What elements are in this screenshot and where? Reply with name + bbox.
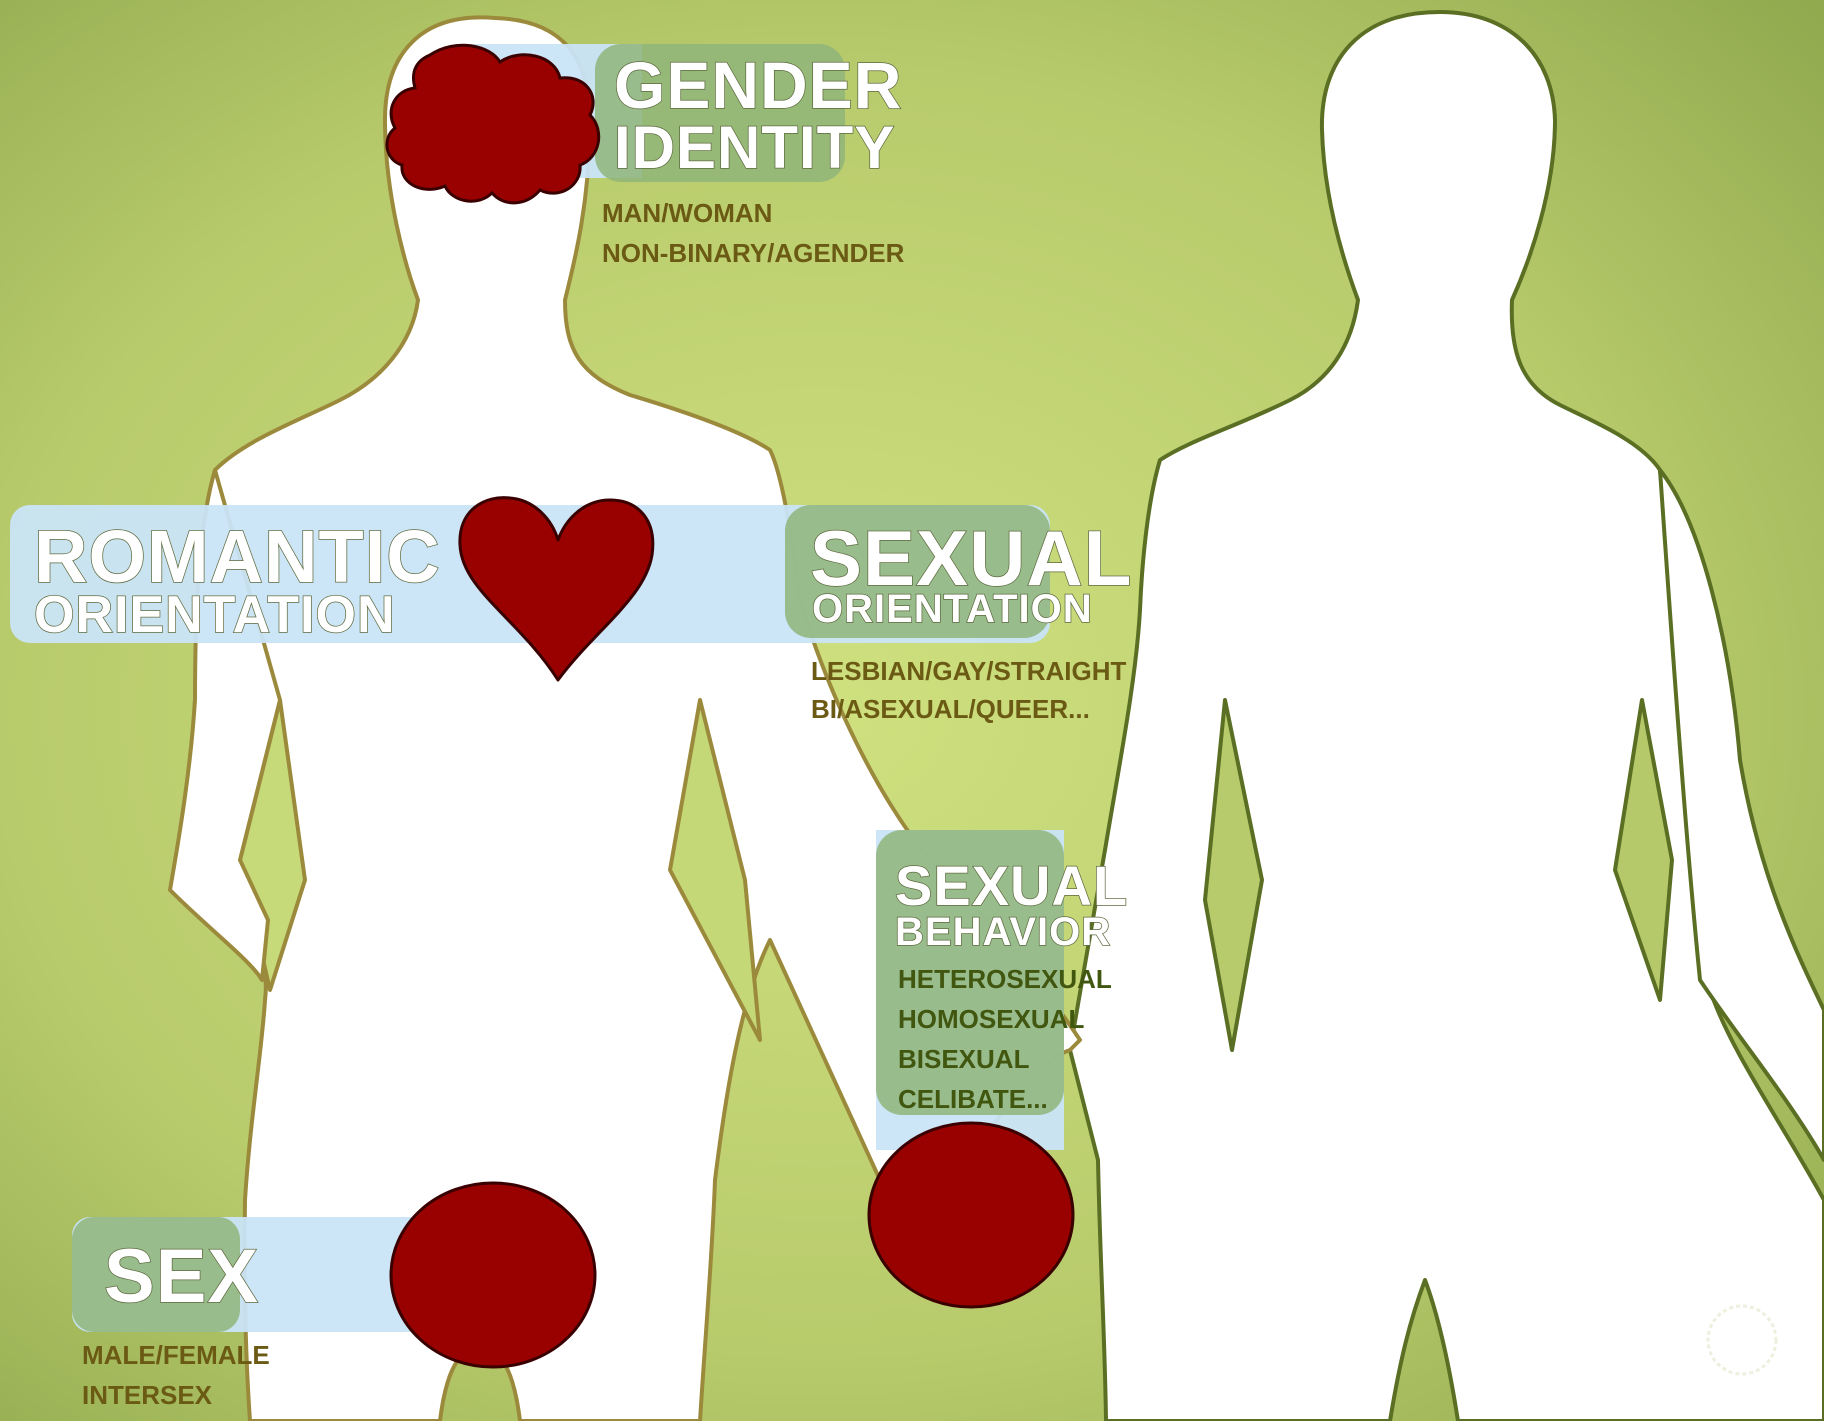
hands-circle-icon bbox=[869, 1123, 1073, 1307]
sexual-behavior-title-line1: SEXUAL bbox=[895, 854, 1128, 917]
pelvis-circle-icon bbox=[391, 1183, 595, 1367]
sexual-behavior-title-line2: BEHAVIOR bbox=[895, 910, 1111, 954]
sexual-behavior-detail-line3: BISEXUAL bbox=[898, 1044, 1030, 1074]
sex-title: SEX bbox=[104, 1234, 259, 1319]
sexual-orientation-title-line2: ORIENTATION bbox=[812, 587, 1093, 631]
sexual-behavior-detail-line2: HOMOSEXUAL bbox=[898, 1004, 1084, 1034]
romantic-orientation-title-line2: ORIENTATION bbox=[34, 586, 396, 644]
sex-detail-line2: INTERSEX bbox=[82, 1380, 213, 1410]
gender-identity-title-line2: IDENTITY bbox=[614, 114, 895, 181]
gender-identity-detail-line2: NON-BINARY/AGENDER bbox=[602, 238, 905, 268]
gender-identity-title-line1: GENDER bbox=[614, 48, 902, 122]
sexual-behavior-detail-line4: CELIBATE... bbox=[898, 1084, 1048, 1114]
sex-detail-line1: MALE/FEMALE bbox=[82, 1340, 270, 1370]
sexual-orientation-detail-line1: LESBIAN/GAY/STRAIGHT bbox=[811, 656, 1127, 686]
sexual-behavior-detail-line1: HETEROSEXUAL bbox=[898, 964, 1112, 994]
gender-identity-detail-line1: MAN/WOMAN bbox=[602, 198, 772, 228]
sexual-orientation-detail-line2: BI/ASEXUAL/QUEER... bbox=[811, 694, 1090, 724]
